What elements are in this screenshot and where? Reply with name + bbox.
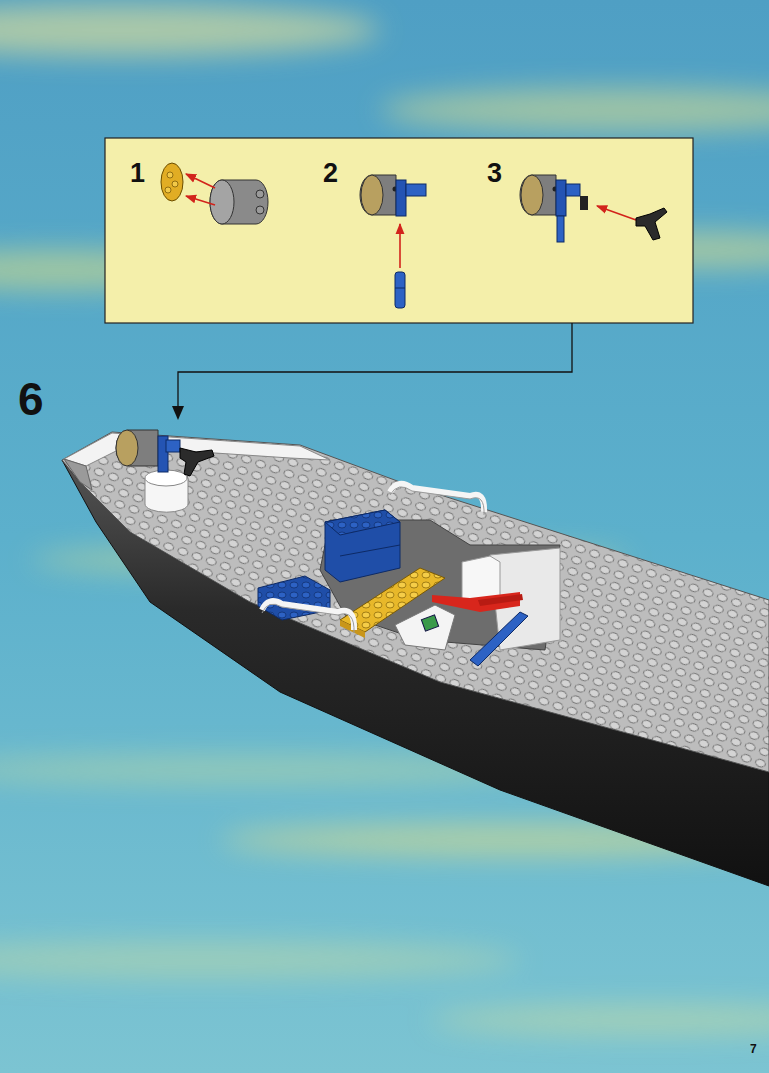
step-number: 6 [18,376,44,422]
step-number: 1 [130,160,145,187]
step-number: 2 [323,160,338,187]
step-1-parts [161,163,268,224]
step-number: 3 [487,160,502,187]
page-number: 7 [750,1043,757,1055]
step-3-parts [520,175,667,242]
step-2-parts [360,175,426,308]
